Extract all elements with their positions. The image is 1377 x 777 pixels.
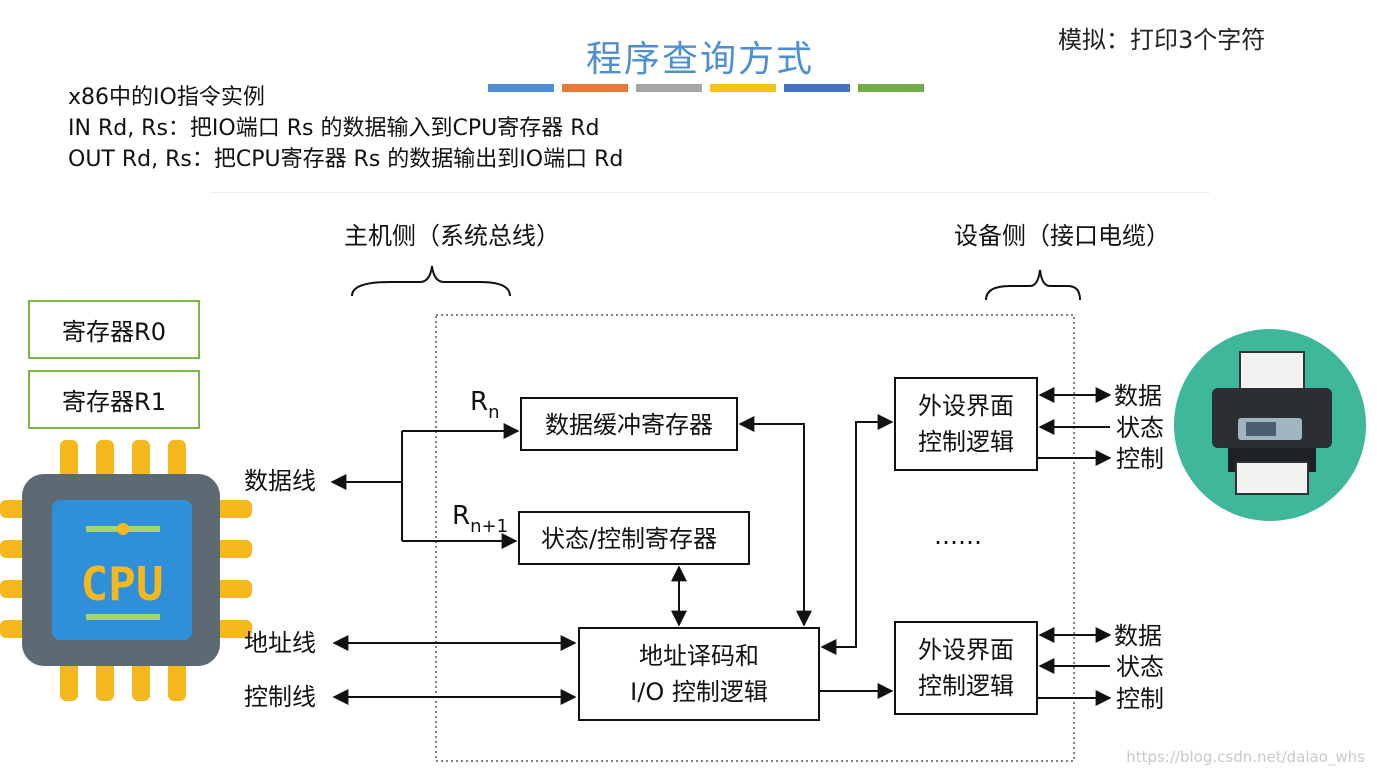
address-decode-line2: I/O 控制逻辑 [630, 678, 768, 706]
cpu-label: CPU [80, 557, 163, 611]
host-side-label: 主机侧（系统总线） [344, 222, 560, 250]
color-bar-segment [710, 84, 776, 92]
peripheral-2-line2: 控制逻辑 [918, 672, 1014, 700]
title-color-bar [488, 84, 924, 94]
decode-peripheral1-arrow [820, 414, 894, 655]
status-control-register-label: 状态/控制寄存器 [541, 525, 717, 553]
register-r0: 寄存器R0 [28, 300, 200, 359]
rn-label: Rn [470, 387, 500, 423]
simulate-note: 模拟：打印3个字符 [1058, 26, 1266, 54]
peripheral-control-box-2 [894, 621, 1038, 715]
control-line-label: 控制线 [244, 683, 316, 711]
host-side-brace [351, 265, 511, 297]
peripheral1-status-label: 状态 [1116, 414, 1164, 442]
peripheral-1-line2: 控制逻辑 [918, 428, 1014, 456]
ellipsis-more-devices: …… [934, 522, 982, 550]
instruction-in: IN Rd, Rs：把IO端口 Rs 的数据输入到CPU寄存器 Rd [68, 116, 600, 141]
peripheral-control-box-1 [894, 377, 1038, 471]
device-side-label: 设备侧（接口电缆） [954, 222, 1170, 250]
status-control-register-box [518, 511, 750, 565]
address-decode-line1: 地址译码和 [639, 642, 759, 670]
peripheral-1-line1: 外设界面 [918, 392, 1014, 420]
data-buffer-register-label: 数据缓冲寄存器 [545, 411, 713, 439]
buffer-decode-arrow [738, 416, 812, 627]
rn1-label: Rn+1 [452, 501, 508, 537]
data-buffer-register-box [520, 397, 738, 451]
register-r1: 寄存器R1 [28, 370, 200, 429]
color-bar-segment [562, 84, 628, 92]
instruction-out: OUT Rd, Rs：把CPU寄存器 Rs 的数据输出到IO端口 Rd [68, 147, 624, 172]
device-side-brace [985, 269, 1081, 301]
color-bar-segment [858, 84, 924, 92]
instruction-heading: x86中的IO指令实例 [68, 85, 265, 110]
address-decode-box [578, 627, 820, 721]
peripheral2-control-label: 控制 [1116, 685, 1164, 713]
data-line-label: 数据线 [244, 467, 316, 495]
printer-icon [1174, 329, 1366, 521]
io-interface-boundary [435, 314, 1075, 762]
color-bar-segment [636, 84, 702, 92]
color-bar-segment [488, 84, 554, 92]
source-watermark: https://blog.csdn.net/dalao_whs [1126, 748, 1365, 766]
peripheral1-data-label: 数据 [1114, 382, 1162, 410]
peripheral1-control-label: 控制 [1116, 445, 1164, 473]
color-bar-segment [784, 84, 850, 92]
peripheral2-status-label: 状态 [1116, 653, 1164, 681]
peripheral2-data-label: 数据 [1114, 622, 1162, 650]
slide-title: 程序查询方式 [585, 39, 814, 80]
cpu-chip-icon: CPU [0, 440, 252, 701]
address-line-label: 地址线 [244, 629, 316, 657]
peripheral-2-line1: 外设界面 [918, 636, 1014, 664]
